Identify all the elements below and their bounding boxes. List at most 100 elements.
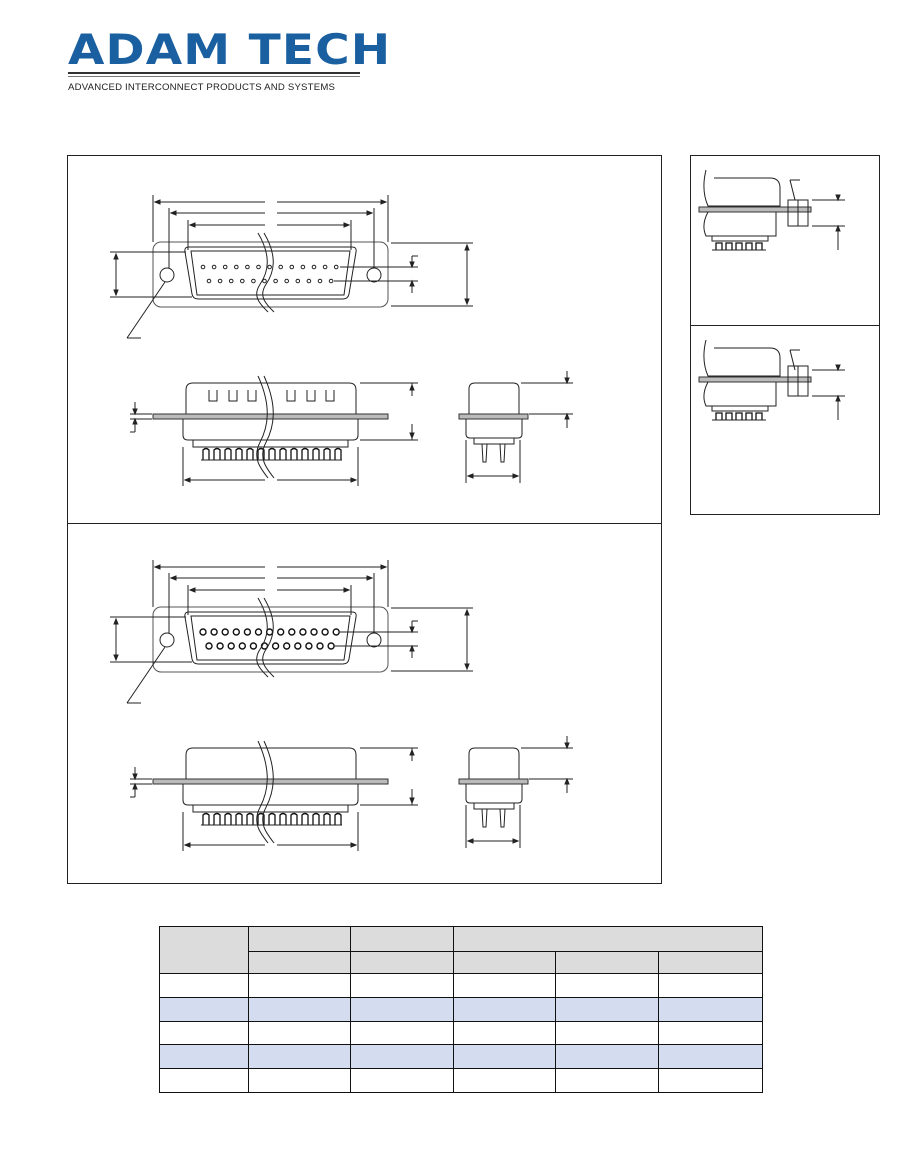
break-line	[262, 375, 275, 479]
break-line	[262, 740, 275, 844]
female-connector-views	[110, 560, 573, 851]
solder-cup	[745, 242, 753, 250]
arrow-icon	[464, 663, 470, 671]
solder-cup	[268, 812, 276, 825]
end-base	[473, 437, 515, 445]
end-flange	[458, 413, 529, 420]
contact-pin	[228, 278, 234, 284]
arrow-icon	[113, 289, 119, 297]
contact-pin	[210, 628, 218, 636]
contact-pin	[222, 264, 228, 270]
arrow-icon	[343, 222, 351, 228]
contact-pin	[273, 278, 278, 284]
solder-cup	[301, 812, 309, 825]
housing-outline	[703, 339, 781, 377]
latch-window	[208, 390, 218, 402]
solder-cup	[715, 242, 723, 250]
arrow-icon	[409, 644, 415, 652]
contact-pin	[300, 264, 306, 270]
solder-cup	[725, 412, 733, 420]
table-header-cell	[555, 951, 659, 974]
flange	[698, 206, 812, 213]
housing-outline	[703, 169, 781, 207]
solder-cup	[257, 812, 265, 825]
arrow-icon	[132, 408, 138, 416]
arrow-icon	[409, 432, 415, 440]
solder-cup	[312, 812, 320, 825]
arrow-icon	[132, 773, 138, 781]
arrow-icon	[350, 477, 358, 483]
contact-pin	[200, 264, 206, 270]
contact-pin	[245, 264, 250, 270]
table-row	[159, 1044, 763, 1070]
solder-cup	[735, 412, 743, 420]
contact-pin	[327, 642, 335, 650]
contact-pin	[288, 628, 296, 636]
arrow-icon	[464, 298, 470, 306]
d-shell	[184, 246, 357, 300]
table-header-cell	[350, 951, 454, 974]
contact-pin	[305, 642, 313, 650]
break-line	[256, 375, 269, 479]
table-header-cell	[658, 951, 763, 974]
leader-line	[126, 646, 166, 704]
male-drawing-frame	[67, 155, 662, 524]
solder-cup	[224, 447, 232, 460]
arrow-icon	[380, 564, 388, 570]
latch-window	[228, 390, 238, 402]
contact-pin	[284, 278, 290, 284]
arrow-icon	[835, 194, 841, 202]
solder-cup	[745, 412, 753, 420]
contact-pin	[332, 628, 340, 636]
housing-lower	[703, 381, 777, 407]
mounting-hole	[159, 632, 175, 648]
table-header-cell	[453, 951, 556, 974]
end-pins	[481, 443, 506, 463]
table-row	[159, 973, 763, 998]
contact-pin	[306, 278, 312, 284]
table-header-cell	[248, 926, 351, 952]
solder-cup	[323, 447, 331, 460]
table-row	[159, 996, 763, 1022]
arrow-icon	[466, 838, 474, 844]
solder-cup	[279, 447, 287, 460]
insulator-base	[192, 804, 349, 813]
arrow-icon	[366, 210, 374, 216]
arrow-icon	[343, 587, 351, 593]
contact-pin	[227, 642, 235, 650]
arrow-icon	[153, 199, 161, 205]
arrow-icon	[835, 394, 841, 402]
contact-pin	[211, 264, 217, 270]
leader-line	[789, 179, 796, 201]
solder-cup	[235, 812, 243, 825]
arrow-icon	[464, 608, 470, 616]
arrow-icon	[409, 748, 415, 756]
solder-cup	[213, 812, 221, 825]
insulator-base	[192, 439, 349, 448]
end-body	[468, 747, 520, 779]
break-line	[256, 597, 269, 678]
solder-cup	[202, 812, 210, 825]
solder-cup	[235, 447, 243, 460]
contact-pin	[311, 264, 317, 270]
solder-cup	[725, 242, 733, 250]
table-header-cell	[159, 926, 249, 974]
break-line	[262, 232, 275, 313]
solder-cup	[755, 242, 763, 250]
contact-pin	[316, 642, 324, 650]
contact-pin	[262, 278, 267, 284]
d-shell	[184, 611, 357, 665]
insulator-base	[711, 405, 769, 412]
leader-line	[789, 349, 796, 371]
solder-cup	[301, 447, 309, 460]
contact-pin	[317, 278, 323, 284]
tagline: ADVANCED INTERCONNECT PRODUCTS AND SYSTE…	[68, 82, 336, 93]
arrow-icon	[188, 587, 196, 593]
mounting-options-frame	[690, 155, 880, 515]
logo-rule	[68, 72, 360, 74]
contact-pin	[283, 642, 291, 650]
end-insulator	[465, 784, 523, 804]
contact-pin	[299, 628, 307, 636]
mounting-option-2	[698, 339, 845, 421]
